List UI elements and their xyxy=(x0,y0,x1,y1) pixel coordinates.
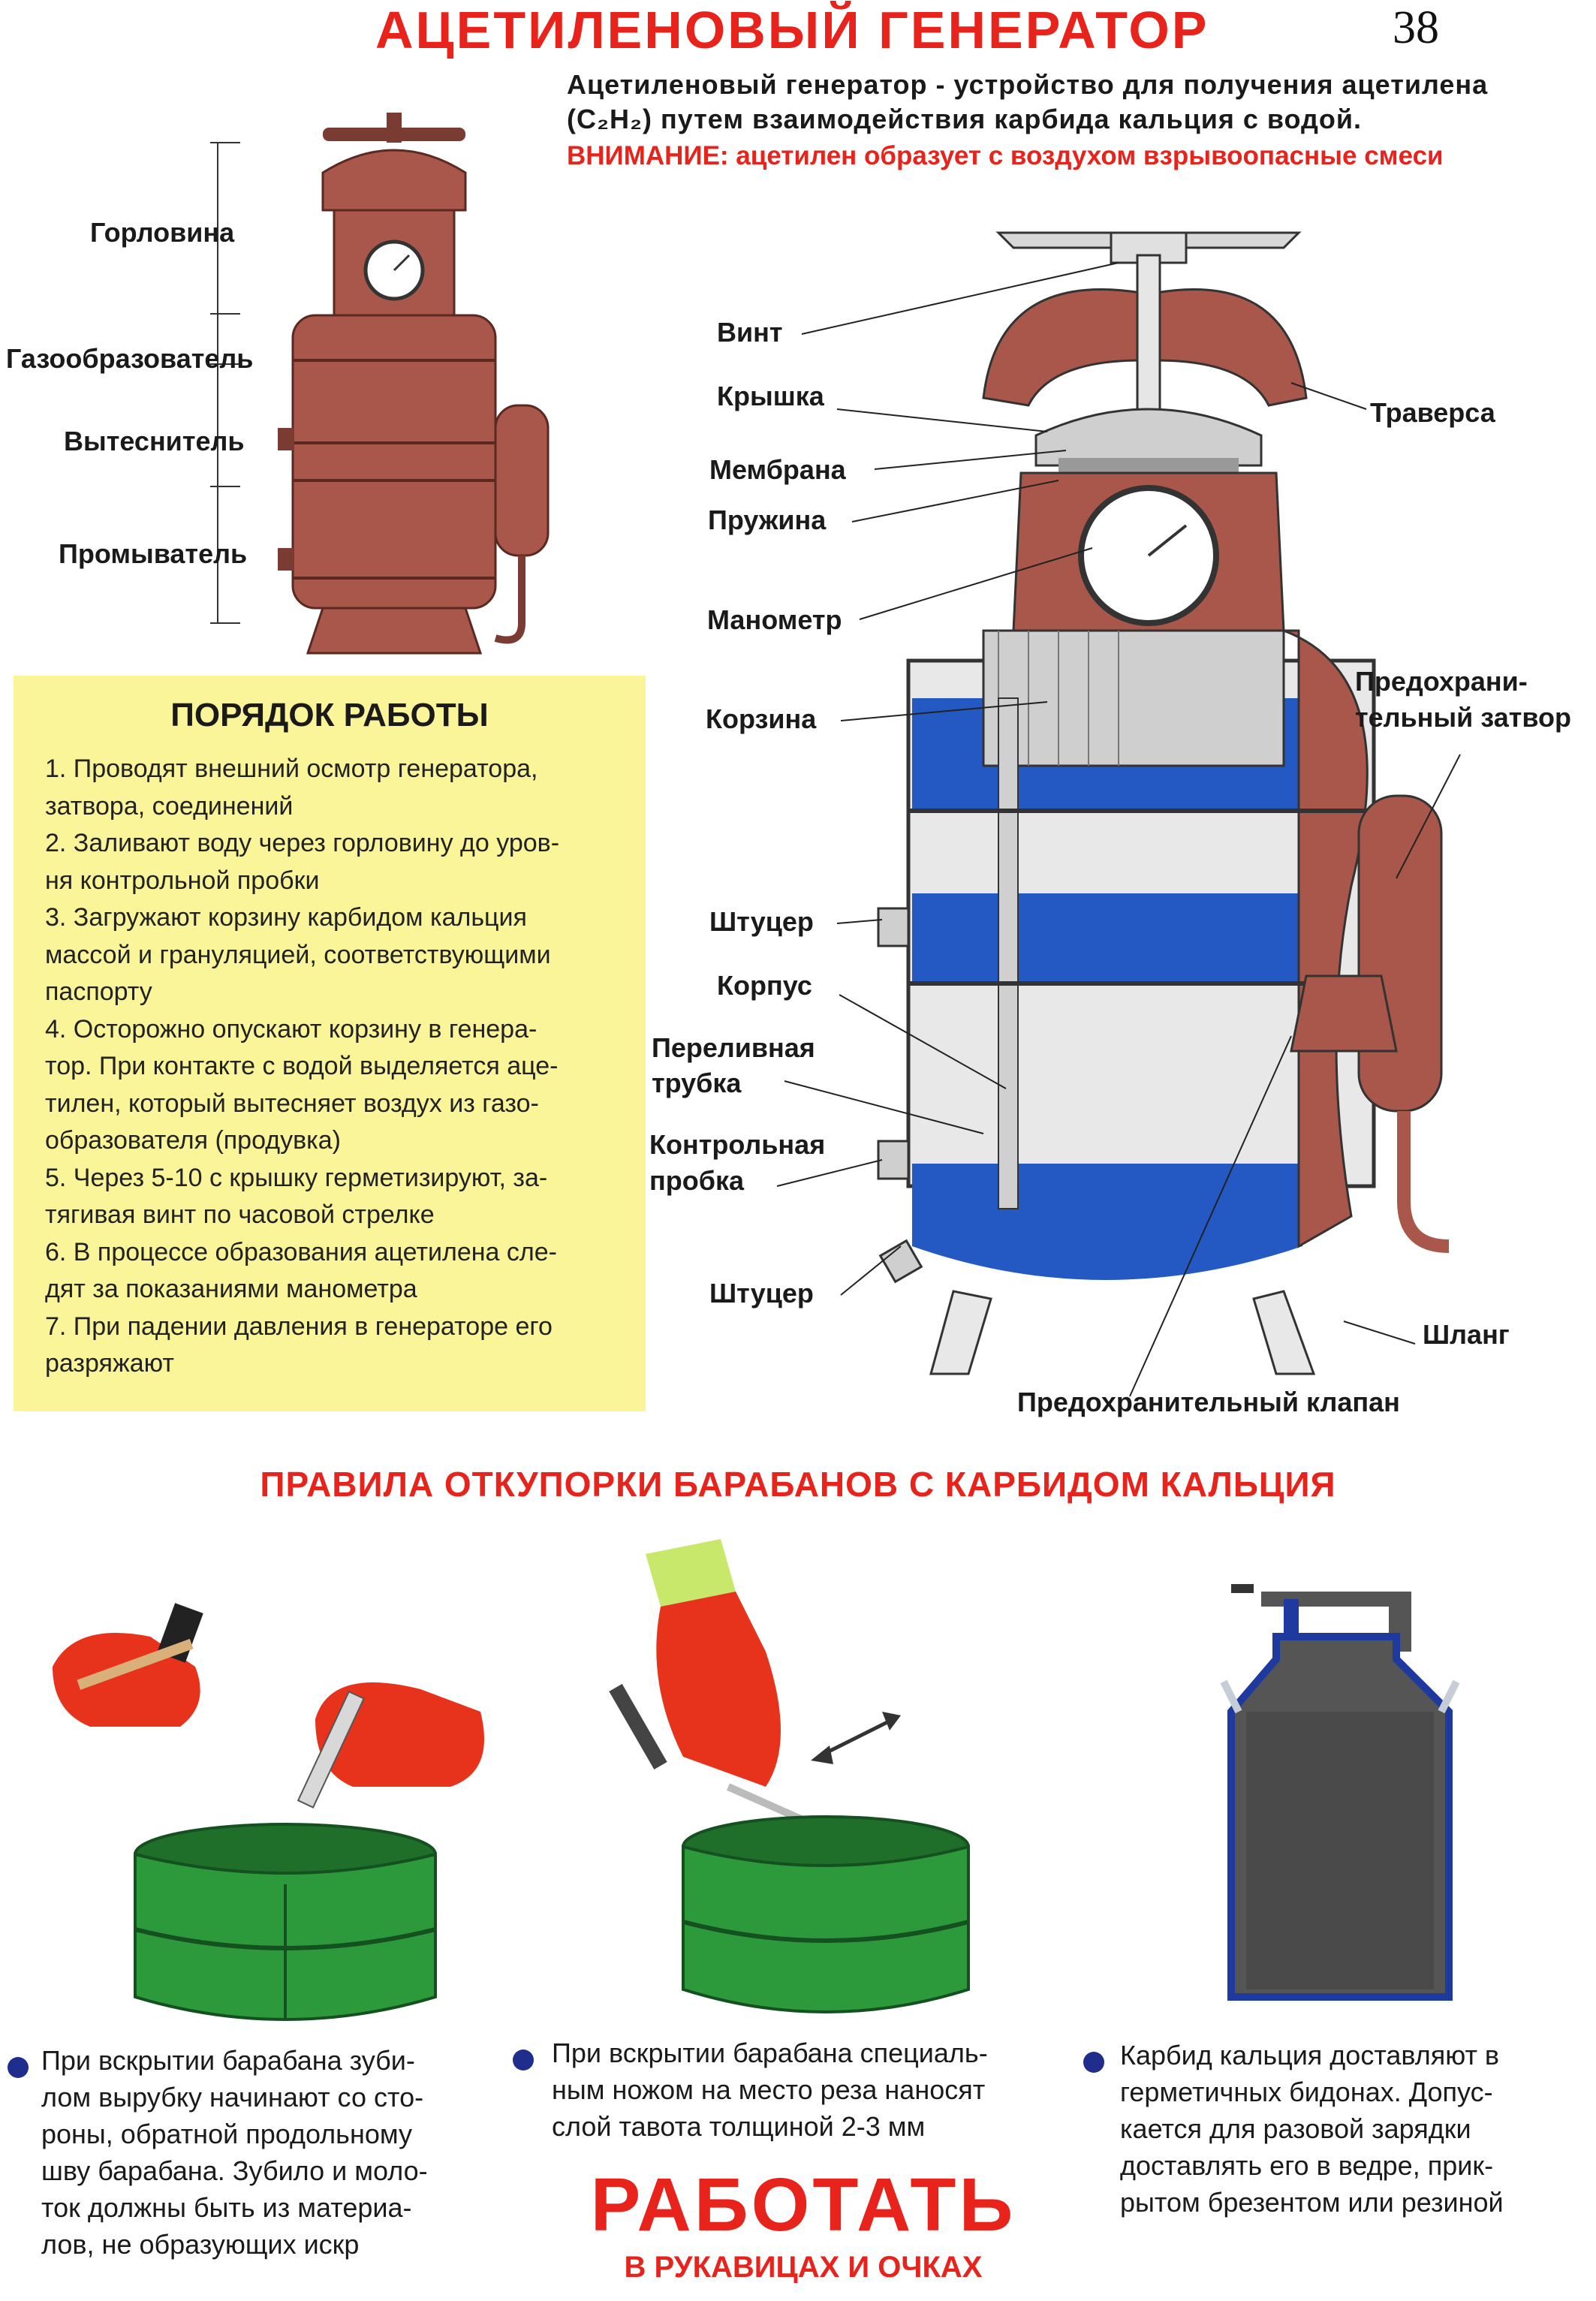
drum-chisel-illustration xyxy=(53,1603,484,2021)
label-vytesnitel: Вытеснитель xyxy=(64,426,245,456)
bullet-icon xyxy=(513,2050,534,2071)
procedure-line: 1. Проводят внешний осмотр генератора, xyxy=(45,754,538,783)
work-title: РАБОТАТЬ xyxy=(590,2163,1016,2247)
procedure-line: 4. Осторожно опускают корзину в генера- xyxy=(45,1014,538,1044)
caption-2-line: ным ножом на место реза наносят xyxy=(552,2074,986,2105)
procedure-line: массой и грануляцией, соответствующими xyxy=(45,940,551,969)
procedure-line: 3. Загружают корзину карбидом кальция xyxy=(45,903,527,932)
caption-3-line: Карбид кальция доставляют в xyxy=(1120,2040,1500,2071)
page-title: АЦЕТИЛЕНОВЫЙ ГЕНЕРАТОР xyxy=(375,1,1209,59)
label-shtutser-top: Штуцер xyxy=(709,906,814,937)
label-promyvatel: Промыватель xyxy=(59,538,248,569)
label-shlang: Шланг xyxy=(1423,1319,1510,1350)
procedure-line: 7. При падении давления в генераторе его xyxy=(45,1312,553,1341)
procedure-line: тягивая винт по часовой стрелке xyxy=(45,1200,435,1229)
label-korzina: Корзина xyxy=(706,703,817,734)
main-generator-cutaway xyxy=(877,231,1450,1375)
label-gorlovina: Горловина xyxy=(90,217,235,248)
caption-1-line: ток должны быть из материа- xyxy=(41,2192,412,2223)
procedure-line: 5. Через 5-10 с крышку герметизируют, за… xyxy=(45,1163,548,1192)
label-perelivnaya-1: Переливная xyxy=(652,1032,815,1063)
procedure-line: 6. В процессе образования ацетилена сле- xyxy=(45,1237,557,1266)
label-membrana: Мембрана xyxy=(709,454,846,485)
rules-title: ПРАВИЛА ОТКУПОРКИ БАРАБАНОВ С КАРБИДОМ К… xyxy=(260,1465,1336,1504)
procedure-title: ПОРЯДОК РАБОТЫ xyxy=(170,697,489,733)
caption-2-line: При вскрытии барабана специаль- xyxy=(552,2037,988,2068)
label-vint: Винт xyxy=(717,317,783,348)
label-kontrolnaya-1: Контрольная xyxy=(649,1129,826,1160)
caption-1-line: роны, обратной продольному xyxy=(41,2119,412,2149)
page-number: 38 xyxy=(1393,2,1439,53)
procedure-line: паспорту xyxy=(45,977,152,1006)
caption-3: Карбид кальция доставляют в герметичных … xyxy=(1120,2037,1593,2221)
caption-1-line: шву барабана. Зубило и моло- xyxy=(41,2155,428,2186)
carbide-canister-illustration xyxy=(1220,1584,1460,2001)
label-zatvor-2: тельный затвор xyxy=(1355,702,1571,733)
procedure-line: разряжают xyxy=(45,1349,174,1378)
label-kryshka: Крышка xyxy=(717,381,824,411)
bullet-icon xyxy=(1083,2052,1104,2073)
procedure-line: 2. Заливают воду через горловину до уров… xyxy=(45,829,560,857)
caption-3-line: доставлять его в ведре, прик- xyxy=(1120,2150,1494,2181)
drum-knife-illustration xyxy=(609,1539,970,2013)
label-pruzhina: Пружина xyxy=(708,504,827,535)
label-korpus: Корпус xyxy=(717,970,812,1001)
small-dimension-lines xyxy=(210,142,240,624)
label-zatvor-1: Предохрани- xyxy=(1355,666,1528,697)
procedure-list: 1. Проводят внешний осмотр генератора, з… xyxy=(45,751,646,1383)
caption-1-line: лом вырубку начинают со сто- xyxy=(41,2082,424,2113)
caption-3-line: кается для разовой зарядки xyxy=(1120,2113,1471,2144)
caption-2: При вскрытии барабана специаль- ным ножо… xyxy=(552,2034,1077,2145)
work-subtitle: В РУКАВИЦАХ И ОЧКАХ xyxy=(624,2251,983,2284)
procedure-line: тилен, который вытесняет воздух из газо- xyxy=(45,1089,539,1118)
label-gazoobrazovatel: Газообразователь xyxy=(6,343,254,374)
procedure-line: ня контрольной пробки xyxy=(45,866,320,895)
procedure-line: тор. При контакте с водой выделяется аце… xyxy=(45,1052,559,1080)
arrow-left-icon xyxy=(811,1745,833,1764)
label-perelivnaya-2: трубка xyxy=(652,1068,742,1098)
arrow-right-icon xyxy=(882,1712,901,1730)
procedure-box: ПОРЯДОК РАБОТЫ 1. Проводят внешний осмот… xyxy=(14,676,646,1411)
caption-1-line: лов, не образующих искр xyxy=(41,2229,360,2260)
label-kontrolnaya-2: пробка xyxy=(649,1165,744,1196)
small-generator-illustration xyxy=(278,113,550,655)
bullet-icon xyxy=(8,2057,29,2078)
procedure-line: затвора, соединений xyxy=(45,791,294,821)
caption-1: При вскрытии барабана зуби- лом вырубку … xyxy=(41,2042,492,2263)
label-traversa: Траверса xyxy=(1370,397,1495,428)
caption-3-line: герметичных бидонах. Допус- xyxy=(1120,2077,1493,2107)
procedure-line: образователя (продувка) xyxy=(45,1126,342,1155)
label-klapan: Предохранительный клапан xyxy=(1017,1387,1400,1417)
label-shtutser-bottom: Штуцер xyxy=(709,1278,814,1309)
warning-text: ВНИМАНИЕ: ацетилен образует с воздухом в… xyxy=(567,141,1444,170)
label-manometr: Манометр xyxy=(707,604,842,635)
intro-text: Ацетиленовый генератор - устройство для … xyxy=(567,69,1489,134)
caption-1-line: При вскрытии барабана зуби- xyxy=(41,2045,415,2076)
procedure-line: дят за показаниями манометра xyxy=(45,1275,417,1303)
caption-2-line: слой тавота толщиной 2-3 мм xyxy=(552,2111,926,2142)
caption-3-line: рытом брезентом или резиной xyxy=(1120,2187,1504,2218)
